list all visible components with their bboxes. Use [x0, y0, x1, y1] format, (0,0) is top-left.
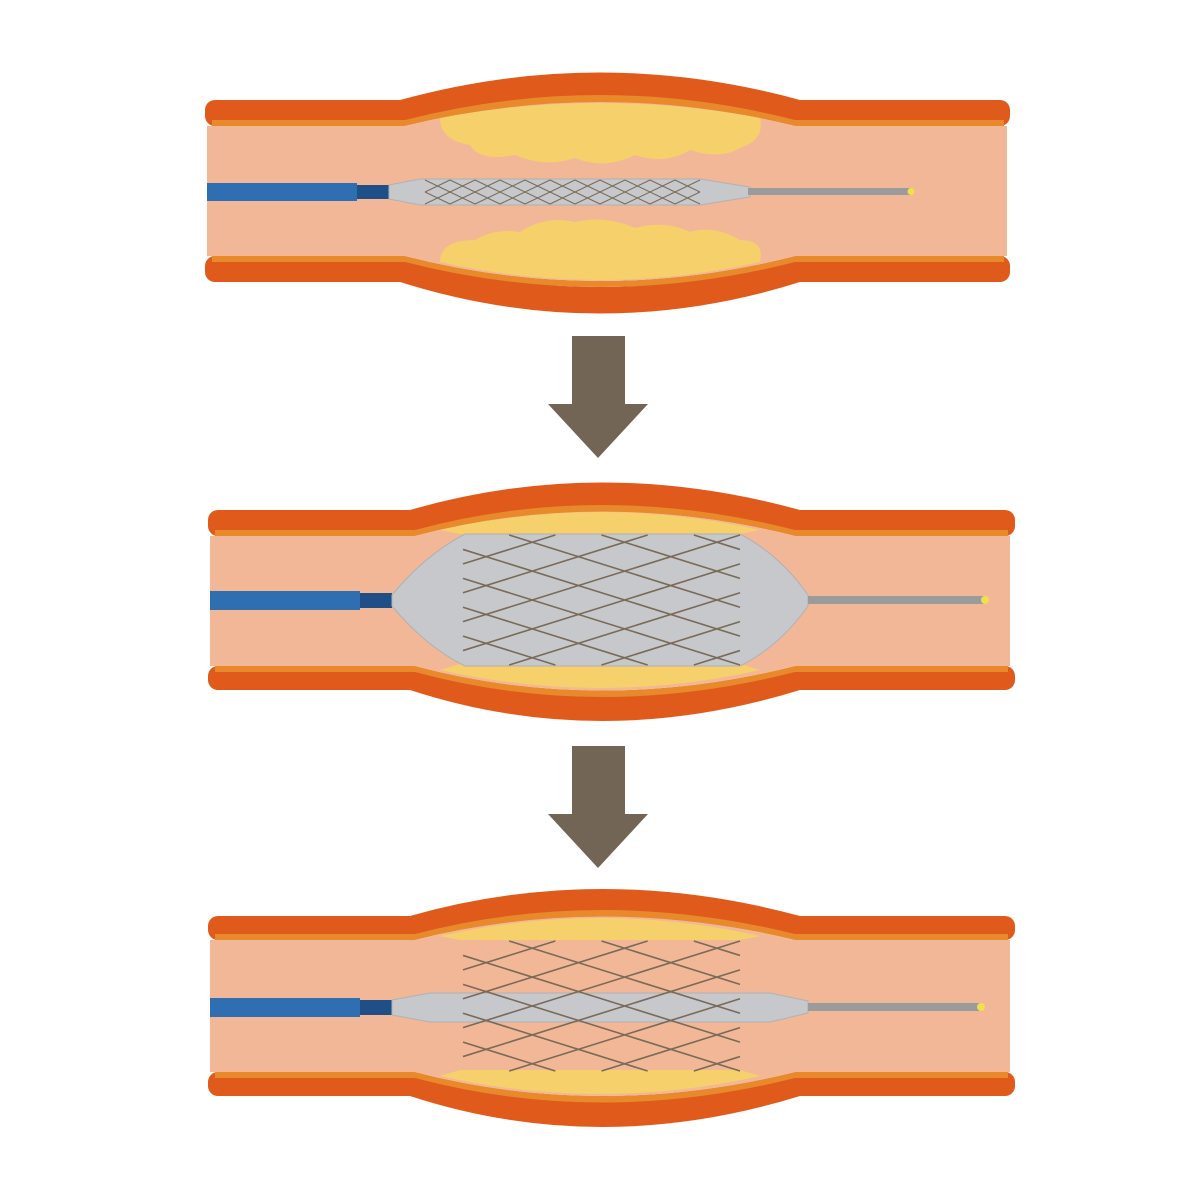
stent-strut	[624, 179, 676, 205]
stent-strut	[462, 534, 648, 594]
stent-strut	[693, 940, 741, 957]
stent-strut	[524, 179, 576, 205]
stent-strut	[574, 179, 626, 205]
stent-strut	[549, 179, 601, 205]
stent-strut	[462, 1012, 648, 1072]
stent-strut	[462, 940, 556, 971]
guidewire-tip	[977, 1003, 985, 1011]
stent-strut	[508, 940, 741, 1014]
catheter-tip	[360, 593, 392, 608]
stent-strut	[462, 534, 741, 623]
stent-strut	[462, 635, 556, 666]
stent-strut	[508, 998, 741, 1072]
plaque-top	[440, 103, 761, 164]
plaque-top	[440, 918, 760, 940]
stent-strut	[462, 983, 741, 1072]
guidewire	[808, 1003, 980, 1011]
stent-expanded	[462, 534, 741, 666]
stage-2-vessel	[208, 482, 1015, 721]
plaque-bottom	[440, 1070, 760, 1094]
balloon-deflated	[391, 992, 809, 1023]
stent-strut	[462, 548, 741, 637]
stent-strut	[599, 179, 651, 205]
vessel-wall-bottom	[218, 1072, 1005, 1127]
stent-strut	[462, 940, 648, 1000]
guidewire-tip	[907, 188, 915, 195]
catheter	[207, 183, 357, 201]
stent-strut	[601, 940, 741, 986]
balloon-inflated	[391, 533, 809, 667]
stent-strut	[474, 179, 526, 205]
catheter	[210, 591, 360, 610]
stent-strut	[462, 969, 741, 1058]
stent-strut	[462, 954, 741, 1043]
stent-strut	[601, 620, 741, 666]
stent-strut	[462, 606, 648, 666]
balloon-collapsed	[388, 178, 751, 206]
stent-strut	[499, 179, 551, 205]
stent-strut	[462, 577, 741, 666]
plaque-top	[440, 512, 760, 534]
stent-strut	[508, 592, 741, 666]
plaque-bottom	[440, 664, 760, 688]
stent-strut	[462, 563, 741, 652]
stent-strut	[462, 940, 741, 1029]
stent-strut	[462, 1041, 556, 1072]
stent-strut	[674, 191, 701, 205]
stent-strut	[462, 534, 556, 565]
catheter-tip	[357, 185, 389, 199]
stage-3-vessel	[208, 889, 1015, 1127]
vessel-wall-bottom	[215, 256, 1000, 314]
stent-strut	[693, 534, 741, 551]
stage-1-vessel	[205, 72, 1010, 314]
stent-collapsed	[424, 179, 701, 205]
guidewire	[808, 596, 984, 604]
vessel-wall-bottom	[218, 666, 1005, 721]
stent-strut	[508, 534, 741, 608]
catheter	[210, 998, 360, 1017]
arrow-down-1	[548, 336, 648, 458]
guidewire-tip	[981, 596, 989, 604]
stent-strut	[693, 649, 741, 666]
arrow-down-2	[548, 746, 648, 868]
catheter-tip	[360, 1000, 392, 1015]
stent-strut	[601, 534, 741, 580]
plaque-bottom	[440, 219, 761, 280]
stent-strut	[674, 179, 701, 193]
stent-strut	[649, 179, 701, 205]
stent-deployed	[462, 940, 741, 1072]
stent-strut	[693, 1055, 741, 1072]
stent-strut	[601, 1026, 741, 1072]
guidewire	[748, 188, 910, 195]
stent-strut	[424, 179, 476, 205]
stent-strut	[449, 179, 501, 205]
